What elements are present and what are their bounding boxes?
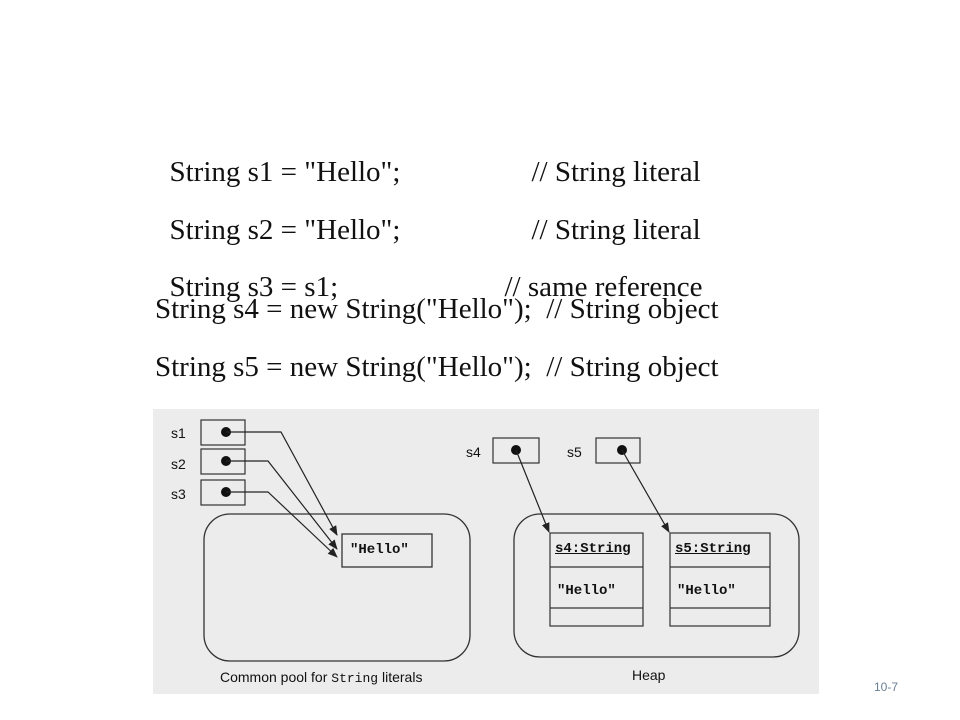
- code-line-1: String s1 = "Hello";: [155, 118, 401, 190]
- pool-caption-prefix: Common pool for: [220, 669, 332, 685]
- pool-caption: Common pool for String literals: [220, 669, 422, 687]
- pool-hello-box: [341, 533, 433, 568]
- heap-object-s5-type: s5:String: [675, 541, 751, 557]
- memory-diagram: s1 s2 s3 s4 s5 "Hello" s4:String "Hello"…: [153, 409, 819, 694]
- arrow-s5: [621, 449, 670, 533]
- code-line-2: String s2 = "Hello";: [155, 176, 401, 248]
- code-line-3: String s3 = s1;: [155, 233, 339, 305]
- slide-number: 10-7: [874, 680, 899, 694]
- ref-label-s3: s3: [171, 486, 186, 502]
- heap-object-s4-type: s4:String: [555, 541, 631, 557]
- code-comment: // String literal: [531, 214, 701, 246]
- pool-caption-suffix: literals: [378, 669, 423, 685]
- heap-caption: Heap: [632, 667, 666, 683]
- code-line-4: String s4 = new String("Hello"); // Stri…: [155, 293, 719, 325]
- code-statement: String s3 = s1;: [169, 271, 339, 303]
- heap-object-s4: [549, 532, 644, 627]
- arrow-s4: [515, 449, 550, 533]
- arrow-s3: [226, 491, 338, 558]
- code-comment-1: // String literal: [517, 118, 701, 190]
- code-comment: // same reference: [504, 271, 703, 303]
- code-comment: // String literal: [531, 156, 701, 188]
- heap-object-s5: [669, 532, 771, 627]
- heap-object-s4-value: "Hello": [557, 583, 616, 599]
- arrow-s1: [226, 431, 338, 536]
- heap-object-s5-value: "Hello": [677, 583, 736, 599]
- ref-label-s1: s1: [171, 425, 186, 441]
- arrow-s2: [226, 460, 338, 550]
- ref-label-s4: s4: [466, 444, 481, 460]
- pool-hello-value: "Hello": [350, 542, 409, 558]
- ref-label-s2: s2: [171, 456, 186, 472]
- code-statement: String s2 = "Hello";: [169, 214, 401, 246]
- code-comment-3: // same reference: [490, 233, 703, 305]
- ref-label-s5: s5: [567, 444, 582, 460]
- diagram-graphics: [200, 419, 800, 662]
- code-line-5: String s5 = new String("Hello"); // Stri…: [155, 351, 719, 383]
- pool-caption-code: String: [331, 671, 379, 686]
- code-comment-2: // String literal: [517, 176, 701, 248]
- code-statement: String s1 = "Hello";: [169, 156, 401, 188]
